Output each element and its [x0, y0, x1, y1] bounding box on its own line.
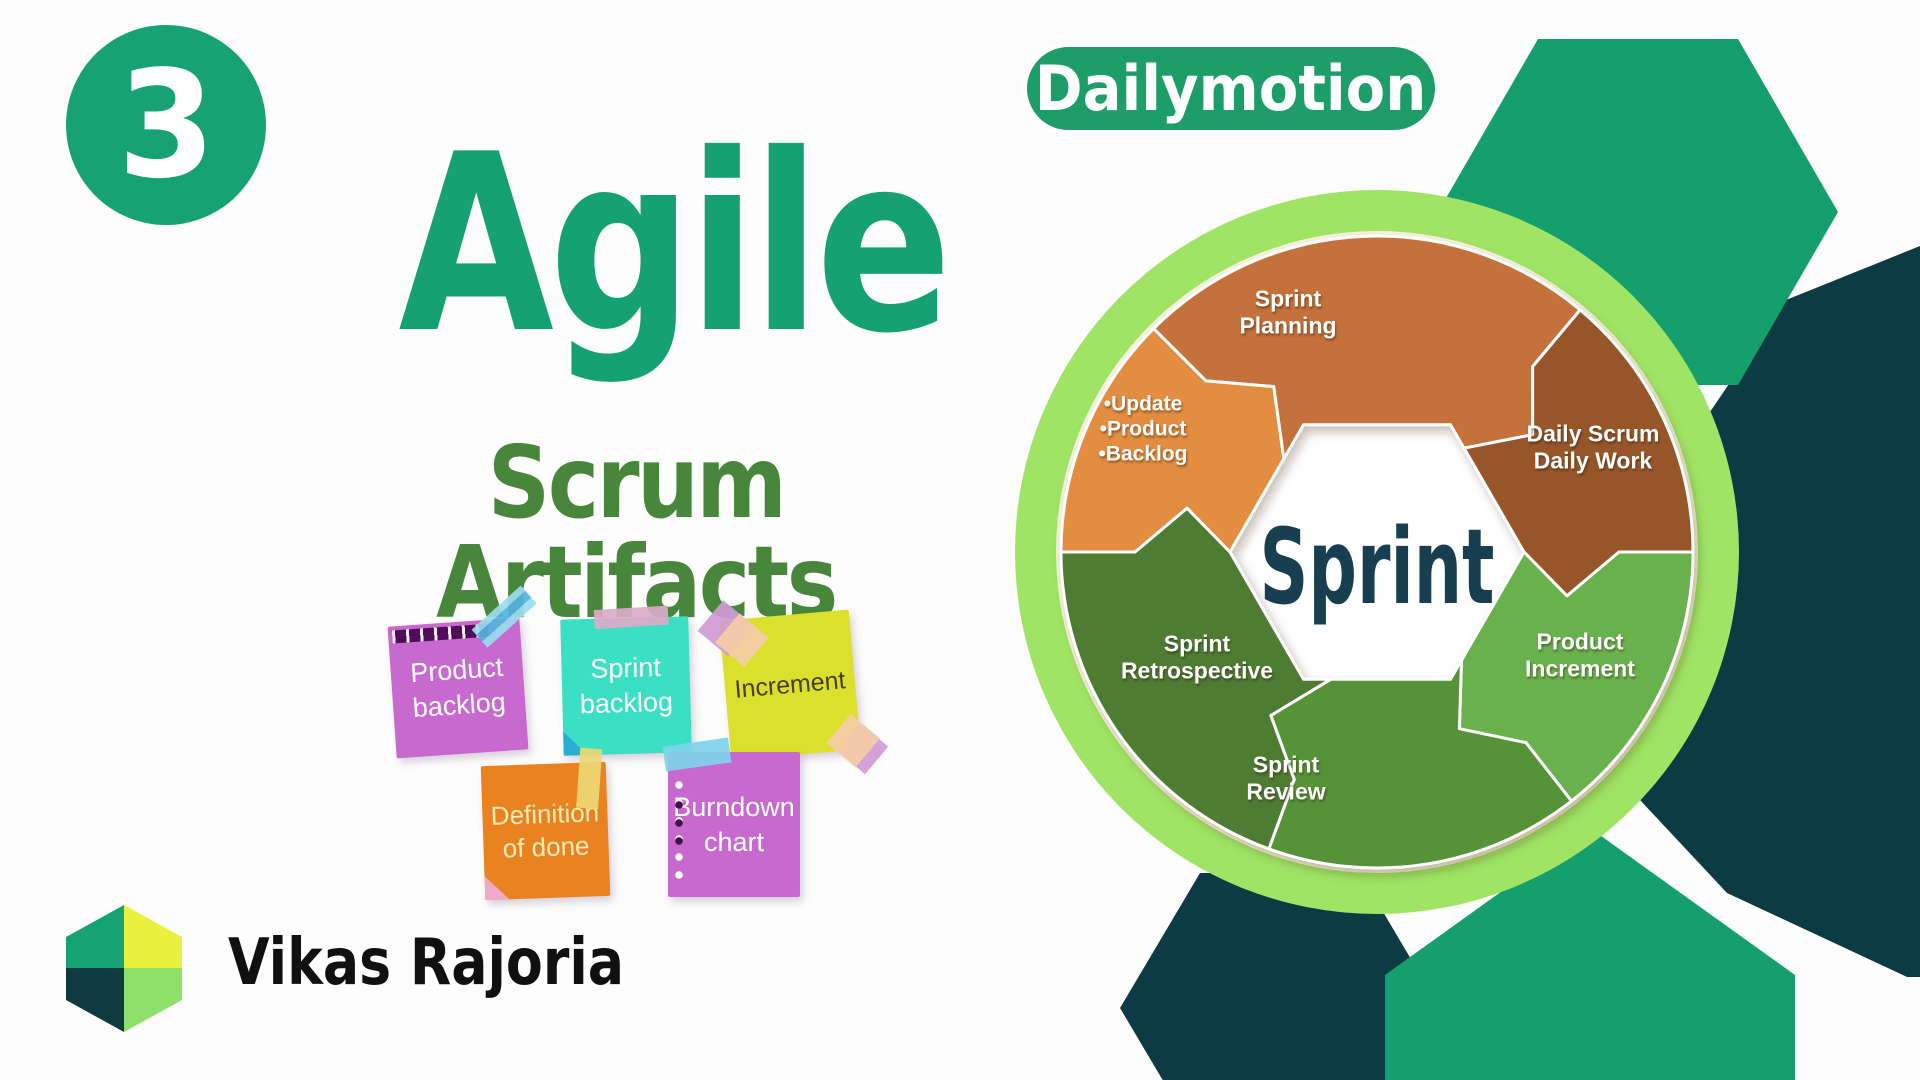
- author-logo: [66, 905, 182, 1032]
- binder-dots-decoration: [672, 796, 686, 848]
- tape-decoration: [593, 605, 669, 630]
- logo-quadrant: [124, 905, 182, 968]
- segment-update-product-backlog: [1059, 327, 1286, 554]
- sticky-note-label: Increment: [733, 666, 847, 704]
- page-title: Agile: [398, 102, 952, 387]
- folded-corner: [484, 875, 510, 901]
- cycle-center-label: Sprint: [1260, 506, 1495, 628]
- platform-badge: Dailymotion: [1022, 42, 1440, 135]
- bg-hexagon-dark-bottom: [1120, 873, 1440, 1080]
- logo-quadrant: [124, 968, 182, 1032]
- platform-badge-label: Dailymotion: [1035, 52, 1427, 125]
- cycle-segments: [1059, 234, 1695, 870]
- tape-decoration: [576, 747, 603, 810]
- logo-quadrant: [66, 905, 124, 968]
- author-name: Vikas Rajoria: [228, 926, 625, 1000]
- episode-number: 3: [117, 39, 215, 211]
- episode-number-badge: 3: [66, 25, 266, 225]
- logo-quadrant: [66, 968, 124, 1032]
- segment-label-update-product-backlog: •Update•Product•Backlog: [1098, 392, 1187, 465]
- sticky-note-increment: Increment: [697, 600, 889, 775]
- bg-hexagon-green-bottom: [1385, 828, 1795, 1080]
- page-subtitle: Scrum Artifacts: [436, 424, 838, 641]
